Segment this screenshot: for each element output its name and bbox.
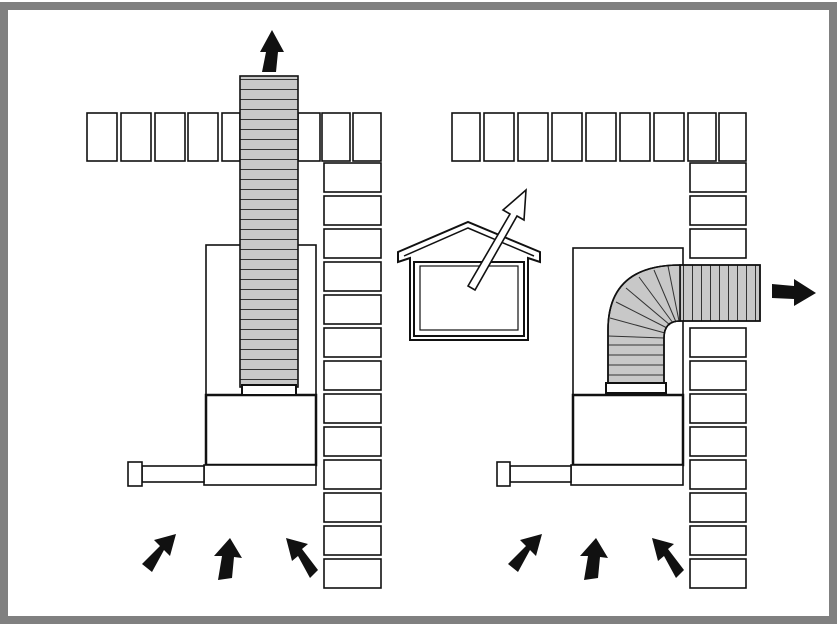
ceiling-bricks-right xyxy=(451,112,747,162)
stove-plinth-left xyxy=(203,464,317,486)
intake-cap-right xyxy=(496,461,511,487)
house-vent-icon xyxy=(397,188,541,341)
flue-pipe-vertical xyxy=(239,75,299,388)
intake-arrows-left xyxy=(142,534,318,580)
stove-base-right xyxy=(571,393,685,467)
flue-collar-left xyxy=(241,384,297,396)
exhaust-arrow-up-icon xyxy=(260,30,284,72)
wall-bricks-right xyxy=(689,162,747,589)
intake-arrow-icon xyxy=(652,538,684,578)
flue-pipe-elbow xyxy=(605,264,761,394)
intake-arrow-icon xyxy=(142,534,176,572)
vent-arrow-icon xyxy=(466,188,527,292)
intake-arrow-icon xyxy=(286,538,318,578)
intake-pipe-right xyxy=(509,465,572,483)
ceiling-bricks-left xyxy=(86,112,382,162)
panel-horizontal-flue xyxy=(451,112,761,589)
stove-plinth-right xyxy=(570,464,684,486)
intake-arrow-icon xyxy=(214,538,242,580)
intake-arrow-icon xyxy=(580,538,608,580)
wall-bricks-left xyxy=(323,162,382,589)
exhaust-arrow-right-icon xyxy=(772,279,816,306)
intake-arrows-right xyxy=(508,534,684,580)
stove-base-left xyxy=(204,393,318,467)
intake-cap-left xyxy=(127,461,143,487)
intake-arrow-icon xyxy=(508,534,542,572)
panel-vertical-flue xyxy=(86,75,382,589)
intake-pipe-left xyxy=(141,465,205,483)
